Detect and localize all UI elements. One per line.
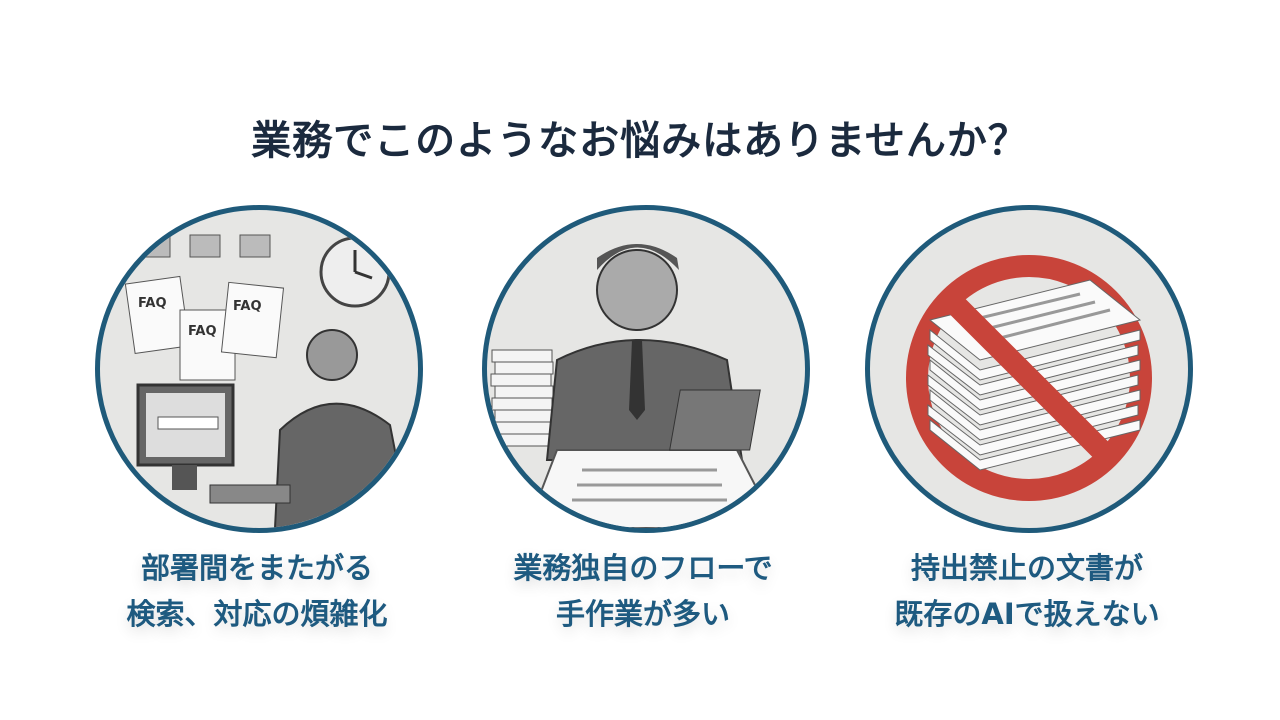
problem-caption: 業務独自のフローで 手作業が多い (443, 545, 843, 637)
caption-line: 業務独自のフローで (513, 551, 773, 585)
faq-document: FAQ (220, 281, 285, 359)
caption-line: 既存のAIで扱えない (894, 597, 1160, 631)
illustration-manual-work (482, 205, 810, 533)
illustration-prohibited-documents (865, 205, 1193, 533)
caption-line: 手作業が多い (555, 597, 730, 631)
caption-line: 検索、対応の煩雑化 (126, 597, 388, 631)
problem-caption: 持出禁止の文書が 既存のAIで扱えない (827, 545, 1227, 637)
caption-line: 持出禁止の文書が (910, 551, 1143, 585)
svg-text:FAQ: FAQ (233, 299, 262, 314)
problem-caption: 部署間をまたがる 検索、対応の煩雑化 (57, 545, 457, 637)
prohibited-icon (906, 255, 1152, 501)
illustration-search-faq: FAQ FAQ FAQ (95, 205, 423, 533)
faq-document: FAQ (124, 275, 191, 354)
page-title: 業務でこのようなお悩みはありませんか？ (251, 118, 1029, 164)
svg-text:FAQ: FAQ (138, 296, 167, 311)
caption-line: 部署間をまたがる (140, 551, 373, 585)
svg-text:FAQ: FAQ (188, 324, 217, 339)
